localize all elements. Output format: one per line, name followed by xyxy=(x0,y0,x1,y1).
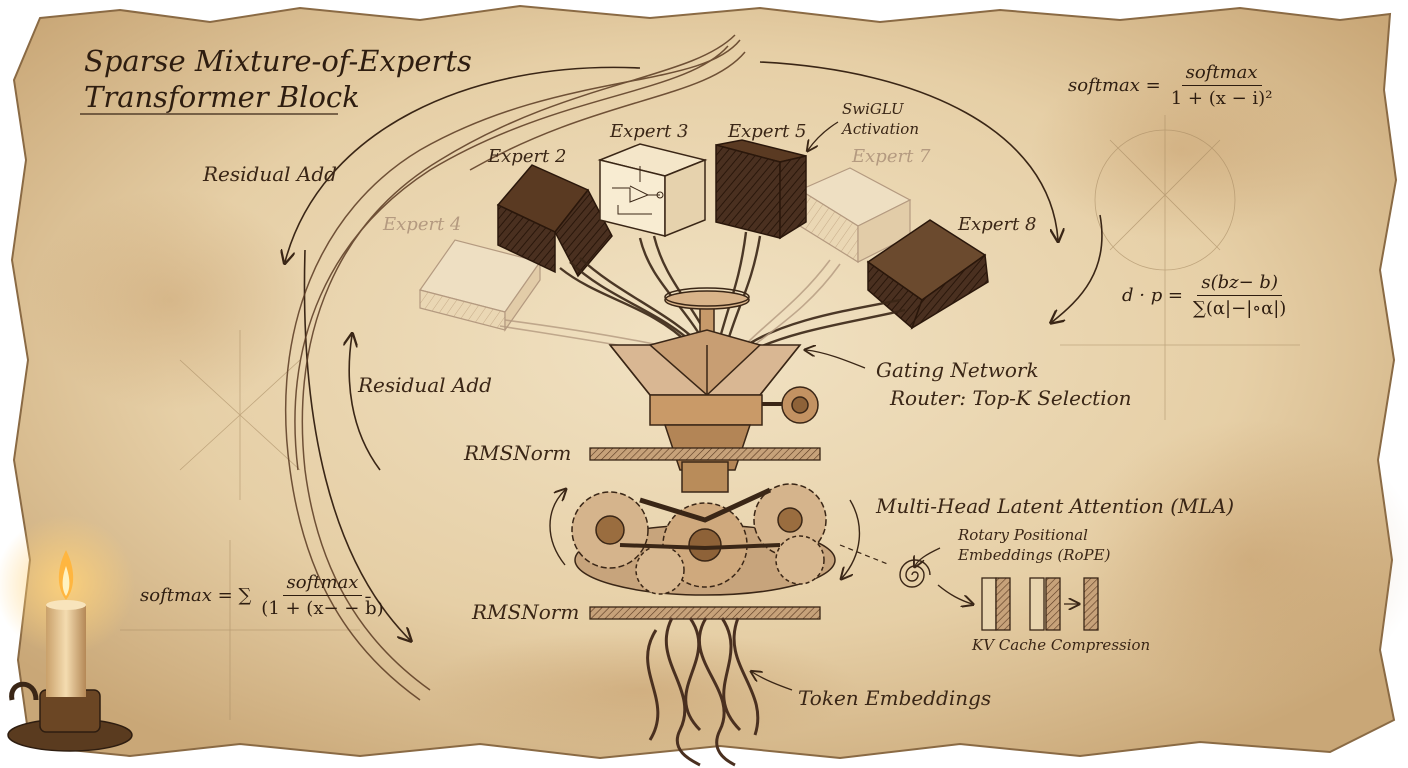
expert-7-label: Expert 7 xyxy=(852,146,931,167)
residual-add-mid-label: Residual Add xyxy=(358,373,492,397)
router-topk-label: Router: Top-K Selection xyxy=(890,386,1132,410)
expert-3-label: Expert 3 xyxy=(610,121,689,142)
rmsnorm-bottom-plate xyxy=(589,606,821,620)
rope-label-line2: Embeddings (RoPE) xyxy=(958,546,1111,564)
expert-2-box xyxy=(496,164,613,278)
rope-spiral-icon xyxy=(899,559,931,588)
expert-5-box xyxy=(715,139,807,240)
gating-network-label: Gating Network xyxy=(876,358,1039,382)
expert-4-box xyxy=(419,239,541,332)
kv-cache-blocks xyxy=(981,577,1099,631)
rmsnorm-bottom-label: RMSNorm xyxy=(472,600,580,624)
expert-3-box xyxy=(597,143,708,238)
swiglu-label-line2: Activation xyxy=(842,120,919,138)
token-embedding-braids xyxy=(646,617,760,767)
rmsnorm-top-plate xyxy=(589,447,821,461)
candle xyxy=(0,515,135,752)
gating-router xyxy=(608,287,819,471)
residual-add-top-label: Residual Add xyxy=(203,162,337,186)
diagram-title-line2: Transformer Block xyxy=(84,80,360,114)
token-embeddings-label: Token Embeddings xyxy=(798,686,992,710)
expert-8-label: Expert 8 xyxy=(958,214,1037,235)
swiglu-label-line1: SwiGLU xyxy=(842,100,904,118)
mla-label: Multi-Head Latent Attention (MLA) xyxy=(876,494,1235,518)
expert-5-label: Expert 5 xyxy=(728,121,807,142)
equation-middle-right: d · p = s(bz− b)∑(α|−|∘α|) xyxy=(1122,272,1287,319)
kv-cache-label: KV Cache Compression xyxy=(972,636,1151,654)
rmsnorm-top-label: RMSNorm xyxy=(464,441,572,465)
expert-8-box xyxy=(866,219,989,330)
expert-7-box xyxy=(798,167,912,264)
diagram-title-line1: Sparse Mixture-of-Experts xyxy=(84,44,472,78)
expert-2-label: Expert 2 xyxy=(488,146,567,167)
expert-4-label: Expert 4 xyxy=(383,214,462,235)
equation-left: softmax = ∑ softmax(1 + (x− − b̄) xyxy=(140,572,384,619)
rope-label-line1: Rotary Positional xyxy=(958,526,1088,544)
attention-gears xyxy=(571,461,836,596)
